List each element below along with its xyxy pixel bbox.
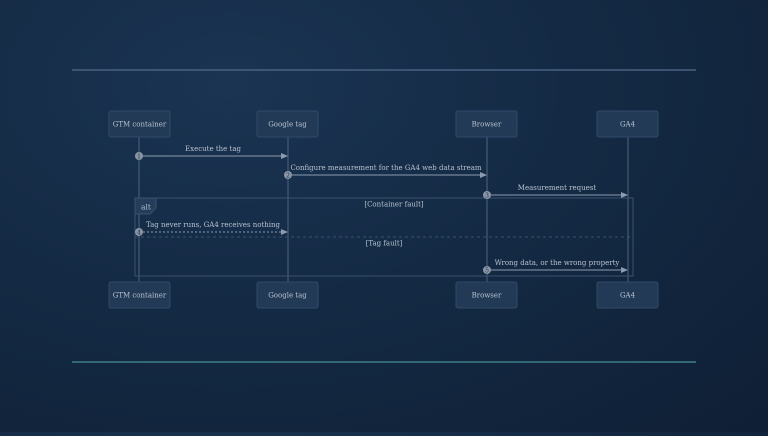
- participant-gtag-bottom: Google tag: [256, 281, 319, 309]
- participant-gtm-top: GTM container: [108, 110, 171, 138]
- messages: Execute the tag 1 Configure measurement …: [135, 145, 628, 274]
- message-1-badge: [135, 152, 143, 160]
- message-2-label: Configure measurement for the GA4 web da…: [290, 164, 481, 172]
- guard-container-fault: [Container fault]: [364, 201, 424, 209]
- message-2-number: 2: [286, 172, 290, 179]
- message-1-label: Execute the tag: [185, 145, 241, 153]
- participant-gtag-label: Google tag: [268, 292, 307, 300]
- participant-ga4-label: GA4: [620, 292, 636, 300]
- participants-bottom: GTM container Google tag Browser GA4: [108, 281, 659, 309]
- message-3-number: 3: [485, 192, 489, 199]
- message-1: Execute the tag 1: [135, 145, 288, 160]
- participant-ga4-label: GA4: [620, 121, 636, 129]
- participant-gtag-label: Google tag: [268, 121, 307, 129]
- message-5: Wrong data, or the wrong property 5: [483, 259, 628, 274]
- message-5-number: 5: [485, 267, 489, 274]
- participant-browser-bottom: Browser: [455, 281, 518, 309]
- participant-browser-label: Browser: [472, 121, 502, 129]
- message-2: Configure measurement for the GA4 web da…: [284, 164, 487, 179]
- participants-top: GTM container Google tag Browser GA4: [108, 110, 659, 138]
- guard-tag-fault: [Tag fault]: [366, 240, 403, 248]
- message-4-badge: [135, 228, 143, 236]
- participant-gtag-top: Google tag: [256, 110, 319, 138]
- message-4-number: 4: [137, 229, 141, 236]
- participant-browser-label: Browser: [472, 292, 502, 300]
- message-1-number: 1: [137, 153, 141, 160]
- message-3-label: Measurement request: [518, 184, 597, 192]
- participant-ga4-bottom: GA4: [596, 281, 659, 309]
- alt-fragment: alt [Container fault] [Tag fault]: [134, 197, 634, 277]
- participant-gtm-bottom: GTM container: [108, 281, 171, 309]
- alt-operator-label: alt: [141, 203, 151, 212]
- message-4-label: Tag never runs, GA4 receives nothing: [146, 221, 281, 229]
- participant-gtm-label: GTM container: [113, 292, 167, 300]
- message-5-label: Wrong data, or the wrong property: [495, 259, 620, 267]
- participant-browser-top: Browser: [455, 110, 518, 138]
- message-2-badge: [284, 171, 292, 179]
- message-4: Tag never runs, GA4 receives nothing 4: [135, 221, 288, 236]
- participant-gtm-label: GTM container: [113, 121, 167, 129]
- alt-operator-tab: [134, 197, 157, 215]
- participant-ga4-top: GA4: [596, 110, 659, 138]
- message-3: Measurement request 3: [483, 184, 628, 199]
- message-5-badge: [483, 266, 491, 274]
- message-3-badge: [483, 191, 491, 199]
